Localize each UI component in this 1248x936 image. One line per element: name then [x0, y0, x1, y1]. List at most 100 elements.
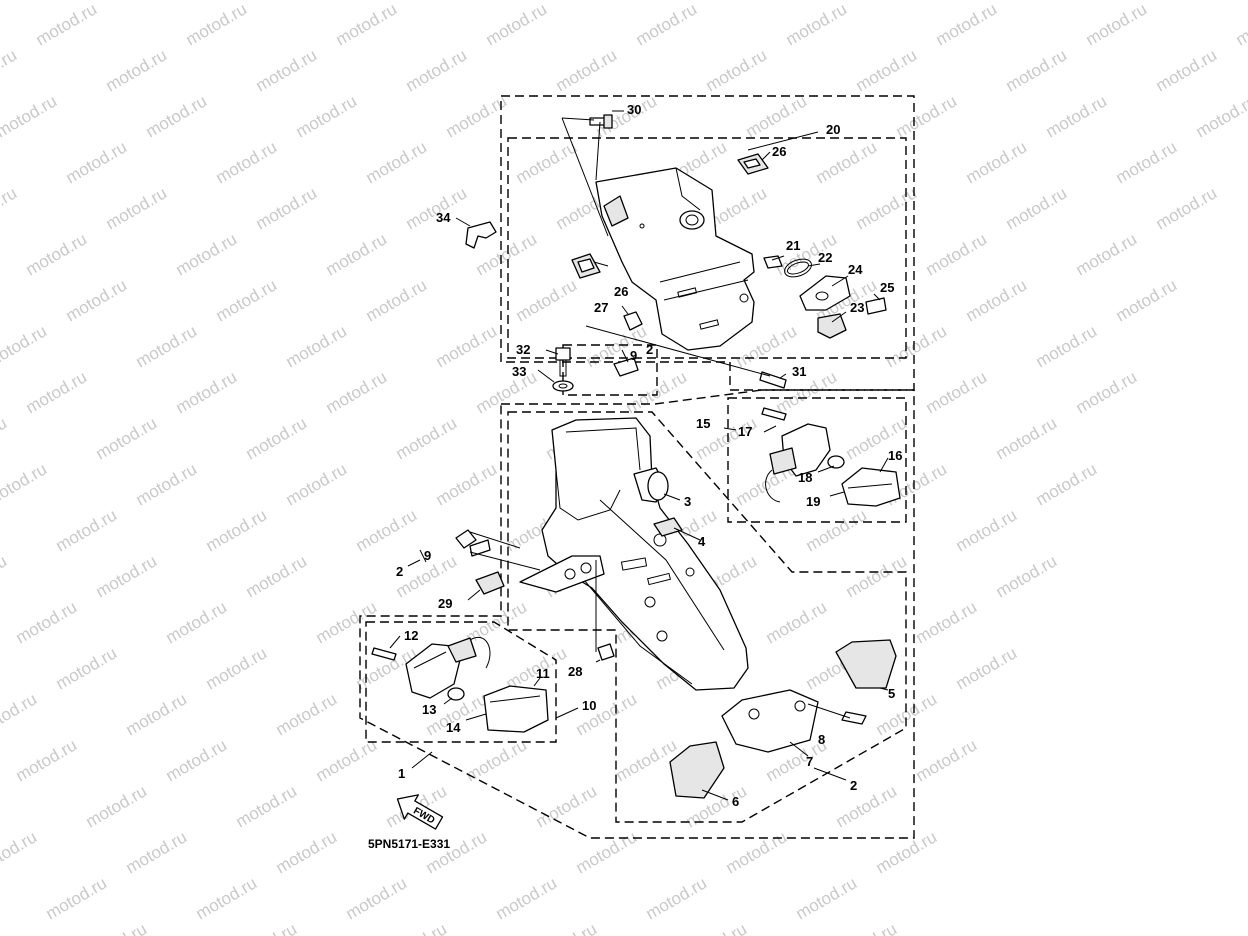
callout-13: 13 [422, 702, 436, 717]
watermark-text: motod.ru [883, 321, 951, 371]
watermark-text: motod.ru [0, 183, 20, 233]
callout-20: 20 [826, 122, 840, 137]
watermark-text: motod.ru [953, 643, 1021, 693]
watermark-text: motod.ru [763, 597, 831, 647]
watermark-text: motod.ru [383, 919, 451, 936]
callout-9-left: 9 [424, 548, 431, 563]
watermark-text: motod.ru [363, 275, 431, 325]
watermark-text: motod.ru [923, 229, 991, 279]
watermark-text: motod.ru [163, 735, 231, 785]
watermark-text: motod.ru [813, 137, 881, 187]
watermark-text: motod.ru [63, 137, 131, 187]
watermark-text: motod.ru [1233, 0, 1248, 49]
watermark-text: motod.ru [473, 367, 541, 417]
callout-12: 12 [404, 628, 418, 643]
watermark-text: motod.ru [133, 321, 201, 371]
callout-30: 30 [627, 102, 641, 117]
watermark-text: motod.ru [633, 0, 701, 49]
watermark-text: motod.ru [703, 45, 771, 95]
watermark-text: motod.ru [923, 367, 991, 417]
watermark-text: motod.ru [1153, 45, 1221, 95]
watermark-text: motod.ru [423, 827, 491, 877]
watermark-text: motod.ru [513, 275, 581, 325]
callout-29: 29 [438, 596, 452, 611]
watermark-text: motod.ru [143, 0, 211, 3]
watermark-text: motod.ru [1033, 321, 1101, 371]
watermark-text: motod.ru [43, 873, 111, 923]
callout-9-top: 9 [630, 348, 637, 363]
watermark-text: motod.ru [0, 0, 60, 3]
watermark-text: motod.ru [853, 183, 921, 233]
grommet-part-4 [653, 517, 683, 537]
drawing-code: 5PN5171-E331 [368, 837, 450, 851]
watermark-text: motod.ru [1043, 0, 1111, 3]
watermark-text: motod.ru [483, 0, 551, 49]
clip-part-34 [465, 221, 497, 249]
watermark-text: motod.ru [793, 873, 861, 923]
tail-lens-parts-5-8 [669, 639, 897, 799]
watermark-text: motod.ru [0, 551, 10, 601]
callout-11: 11 [536, 666, 550, 681]
watermark-text: motod.ru [913, 735, 981, 785]
watermark-text: motod.ru [893, 0, 961, 3]
watermark-text: motod.ru [463, 735, 531, 785]
watermark-text: motod.ru [173, 367, 241, 417]
watermark-text: motod.ru [213, 137, 281, 187]
watermark-text: motod.ru [0, 321, 50, 371]
callout-4: 4 [698, 534, 706, 549]
watermark-text: motod.ru [353, 505, 421, 555]
watermark-text: motod.ru [1113, 137, 1181, 187]
callout-3: 3 [684, 494, 691, 509]
watermark-text: motod.ru [573, 689, 641, 739]
callout-14: 14 [446, 720, 461, 735]
boundary-assembly-15 [727, 397, 907, 523]
watermark-text: motod.ru [253, 183, 321, 233]
license-light-parts-21-25 [763, 255, 887, 339]
bulb-part-3 [633, 467, 669, 503]
watermark-text: motod.ru [803, 505, 871, 555]
watermark-text: motod.ru [143, 91, 211, 141]
watermark-text: motod.ru [433, 321, 501, 371]
watermark-text: motod.ru [913, 597, 981, 647]
watermark-text: motod.ru [1193, 0, 1248, 3]
watermark-text: motod.ru [13, 597, 81, 647]
watermark-text: motod.ru [1003, 45, 1071, 95]
watermark-text: motod.ru [443, 91, 511, 141]
callout-5: 5 [888, 686, 895, 701]
watermark-text: motod.ru [743, 91, 811, 141]
watermark-text: motod.ru [213, 275, 281, 325]
callout-2-top: 2 [646, 342, 653, 357]
watermark-text: motod.ru [173, 229, 241, 279]
watermark-text: motod.ru [33, 0, 101, 49]
watermark-text: motod.ru [833, 919, 901, 936]
bracket-parts-9-2 [455, 529, 541, 571]
watermark-text: motod.ru [23, 367, 91, 417]
watermark-text: motod.ru [93, 551, 161, 601]
watermark-text: motod.ru [163, 597, 231, 647]
boundary-assembly-1 [359, 389, 915, 839]
watermark-text: motod.ru [533, 919, 601, 936]
callout-26-top: 26 [772, 144, 786, 159]
fwd-label: FWD [411, 806, 436, 827]
watermark-text: motod.ru [513, 137, 581, 187]
watermark-text: motod.ru [283, 321, 351, 371]
callout-2-left: 2 [396, 564, 403, 579]
callout-23: 23 [850, 300, 864, 315]
watermark-text: motod.ru [193, 873, 261, 923]
callout-15: 15 [696, 416, 710, 431]
watermark-text: motod.ru [393, 413, 461, 463]
watermark-text: motod.ru [273, 689, 341, 739]
callout-34: 34 [436, 210, 451, 225]
watermark-text: motod.ru [203, 643, 271, 693]
watermark-text: motod.ru [1153, 183, 1221, 233]
watermark-text: motod.ru [643, 873, 711, 923]
callout-26-left: 26 [614, 284, 628, 299]
watermark-text: motod.ru [893, 91, 961, 141]
callout-8: 8 [818, 732, 825, 747]
watermark-text: motod.ru [363, 137, 431, 187]
watermark-text: motod.ru [243, 551, 311, 601]
watermark-text: motod.ru [313, 735, 381, 785]
watermark-text: motod.ru [1033, 459, 1101, 509]
watermark-text: motod.ru [83, 919, 151, 936]
